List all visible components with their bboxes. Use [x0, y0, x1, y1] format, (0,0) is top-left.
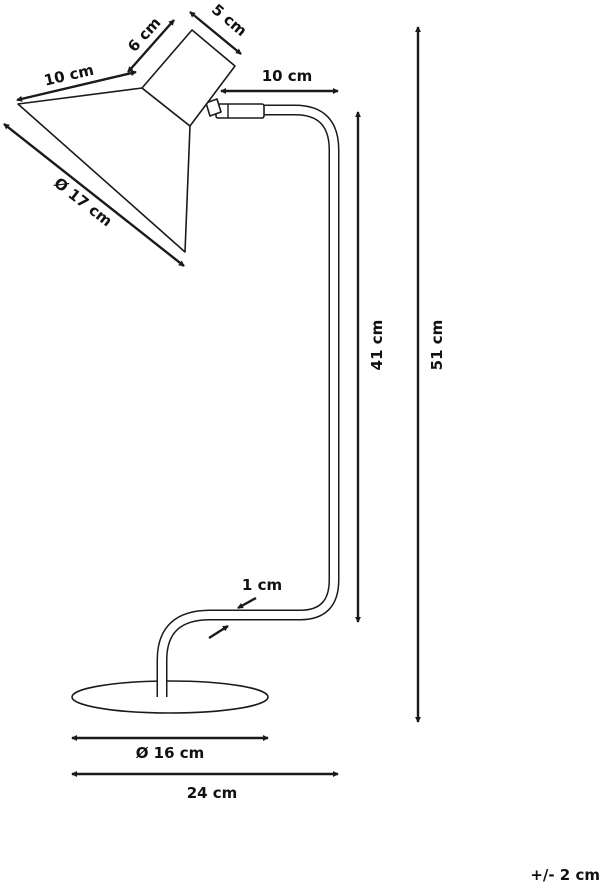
- label-tube-diameter: 1 cm: [242, 576, 282, 594]
- label-shade-neck-length: 6 cm: [124, 14, 164, 56]
- label-total-height: 51 cm: [428, 320, 446, 371]
- label-arm-reach: 10 cm: [262, 67, 313, 85]
- label-shade-top-width: 10 cm: [42, 61, 95, 90]
- tolerance-note: +/- 2 cm: [530, 866, 600, 884]
- dim-shade-top-width-line: [16, 70, 137, 102]
- lamp-drawing: [17, 29, 340, 714]
- label-stem-height: 41 cm: [368, 320, 386, 371]
- dim-tube-diameter-arrow-top: [237, 596, 257, 610]
- dimension-lines: [3, 11, 421, 777]
- lamp-shade-connector: [205, 98, 222, 117]
- dim-shade-neck-width-line: [189, 11, 242, 55]
- lamp-tube-inner: [158, 106, 338, 697]
- lamp-base: [71, 680, 269, 714]
- dim-tube-diameter-arrow-bottom: [208, 624, 229, 640]
- lamp-joint-collar: [215, 103, 265, 119]
- dim-shade-diameter-line: [3, 123, 185, 267]
- label-shade-neck-width: 5 cm: [208, 0, 250, 40]
- dim-shade-neck-length-line: [127, 19, 175, 73]
- label-base-diameter: Ø 16 cm: [136, 744, 205, 762]
- label-total-width: 24 cm: [187, 784, 238, 802]
